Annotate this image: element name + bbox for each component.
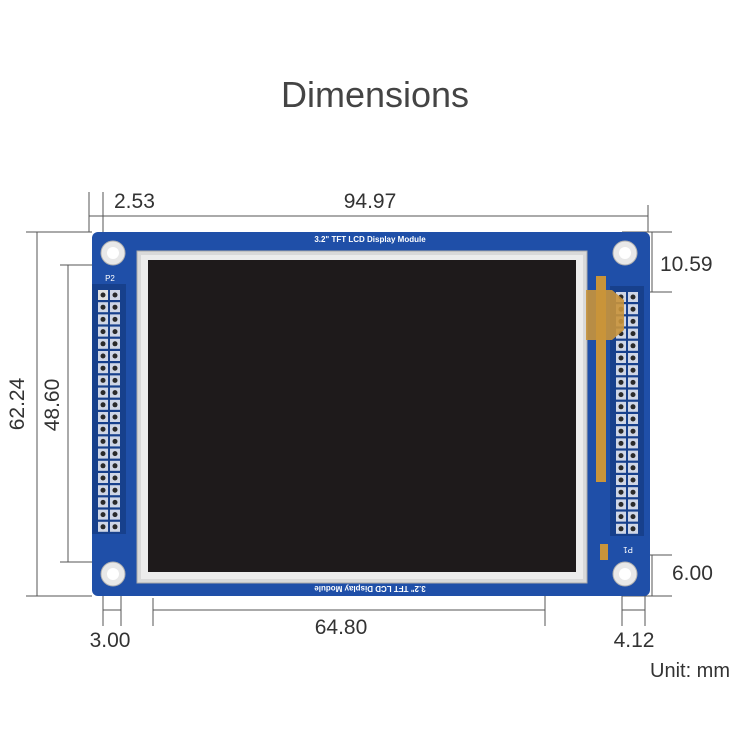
dim-total-height: 62.24 — [6, 377, 29, 430]
header-pin-hole — [618, 379, 624, 385]
header-pin-hole — [112, 292, 118, 298]
header-p1-label: P1 — [623, 545, 633, 554]
dim-screen-width: 64.80 — [315, 616, 368, 639]
header-pin-hole — [618, 514, 624, 520]
header-pin-hole — [100, 451, 106, 457]
header-pin-hole — [618, 392, 624, 398]
header-pin-hole — [112, 451, 118, 457]
header-pin-hole — [618, 489, 624, 495]
header-pin-hole — [100, 353, 106, 359]
page-title: Dimensions — [280, 74, 470, 115]
header-pin-hole — [100, 463, 106, 469]
header-pin-hole — [100, 438, 106, 444]
header-pin-hole — [100, 292, 106, 298]
header-pin-hole — [112, 426, 118, 432]
header-pin-hole — [100, 390, 106, 396]
header-pin-hole — [112, 524, 118, 530]
mounting-holes — [100, 240, 638, 587]
header-pin-hole — [112, 365, 118, 371]
header-pin-hole — [630, 379, 636, 385]
header-pin-hole — [100, 475, 106, 481]
header-pin-hole — [630, 501, 636, 507]
dim-hole-offset-top: 10.59 — [660, 253, 713, 276]
header-pin-hole — [112, 390, 118, 396]
header-pin-hole — [112, 438, 118, 444]
header-pin-hole — [618, 367, 624, 373]
header-pin-hole — [618, 453, 624, 459]
header-pin-hole — [100, 426, 106, 432]
header-pin-hole — [112, 353, 118, 359]
header-pin-hole — [112, 487, 118, 493]
header-pin-hole — [618, 477, 624, 483]
header-pin-hole — [630, 331, 636, 337]
pin-header-p2 — [92, 284, 126, 534]
header-pin-hole — [630, 355, 636, 361]
header-pin-hole — [100, 316, 106, 322]
header-pin-hole — [100, 329, 106, 335]
lcd-screen — [148, 260, 576, 572]
header-pin-hole — [630, 489, 636, 495]
header-pin-hole — [618, 428, 624, 434]
header-pin-hole — [100, 304, 106, 310]
unit-label: Unit: mm — [650, 660, 730, 682]
header-pin-hole — [630, 392, 636, 398]
header-pin-hole — [618, 501, 624, 507]
header-body — [92, 284, 126, 534]
header-pin-hole — [100, 341, 106, 347]
header-pin-hole — [100, 402, 106, 408]
header-pin-hole — [112, 512, 118, 518]
header-pin-hole — [618, 343, 624, 349]
header-pin-hole — [630, 367, 636, 373]
header-pin-hole — [630, 404, 636, 410]
header-pin-hole — [618, 440, 624, 446]
header-pin-hole — [630, 306, 636, 312]
header-pin-hole — [100, 512, 106, 518]
header-pin-hole — [112, 329, 118, 335]
dim-hole-offset-bottom: 6.00 — [672, 562, 713, 585]
header-pin-hole — [112, 475, 118, 481]
header-pin-hole — [630, 416, 636, 422]
header-pin-hole — [618, 526, 624, 532]
header-pin-hole — [100, 377, 106, 383]
lcd-module: 3.2" TFT LCD Display Module 3.2" TFT LCD… — [92, 232, 650, 596]
header-p2-label: P2 — [105, 274, 115, 283]
silkscreen-top: 3.2" TFT LCD Display Module — [314, 235, 426, 244]
header-pin-hole — [112, 316, 118, 322]
header-pin-hole — [100, 524, 106, 530]
header-pin-hole — [100, 487, 106, 493]
dim-hole-offset-x: 2.53 — [114, 190, 155, 213]
header-pin-hole — [112, 341, 118, 347]
header-pin-hole — [630, 465, 636, 471]
header-pin-hole — [100, 414, 106, 420]
header-pin-hole — [630, 477, 636, 483]
header-pin-hole — [112, 499, 118, 505]
dim-hole-offset-right: 4.12 — [614, 629, 655, 652]
header-pin-hole — [112, 463, 118, 469]
header-pin-hole — [618, 416, 624, 422]
dim-hole-offset-left: 3.00 — [90, 629, 131, 652]
header-pin-hole — [112, 402, 118, 408]
silkscreen-bottom: 3.2" TFT LCD Display Module — [314, 584, 426, 593]
header-pin-hole — [618, 355, 624, 361]
header-pin-hole — [618, 404, 624, 410]
header-pin-hole — [630, 453, 636, 459]
header-pin-hole — [630, 294, 636, 300]
header-pin-hole — [100, 365, 106, 371]
dimension-lines — [26, 192, 672, 626]
header-pin-hole — [112, 414, 118, 420]
dim-total-width: 94.97 — [344, 190, 397, 213]
header-pin-hole — [100, 499, 106, 505]
header-pin-hole — [630, 526, 636, 532]
dim-hole-spacing-y: 48.60 — [41, 379, 64, 432]
header-pin-hole — [618, 465, 624, 471]
header-pin-hole — [112, 304, 118, 310]
header-pin-hole — [630, 514, 636, 520]
header-pin-hole — [630, 318, 636, 324]
header-pin-hole — [630, 440, 636, 446]
header-pin-hole — [112, 377, 118, 383]
header-pin-hole — [630, 343, 636, 349]
header-pin-hole — [630, 428, 636, 434]
flex-cable — [586, 276, 624, 560]
